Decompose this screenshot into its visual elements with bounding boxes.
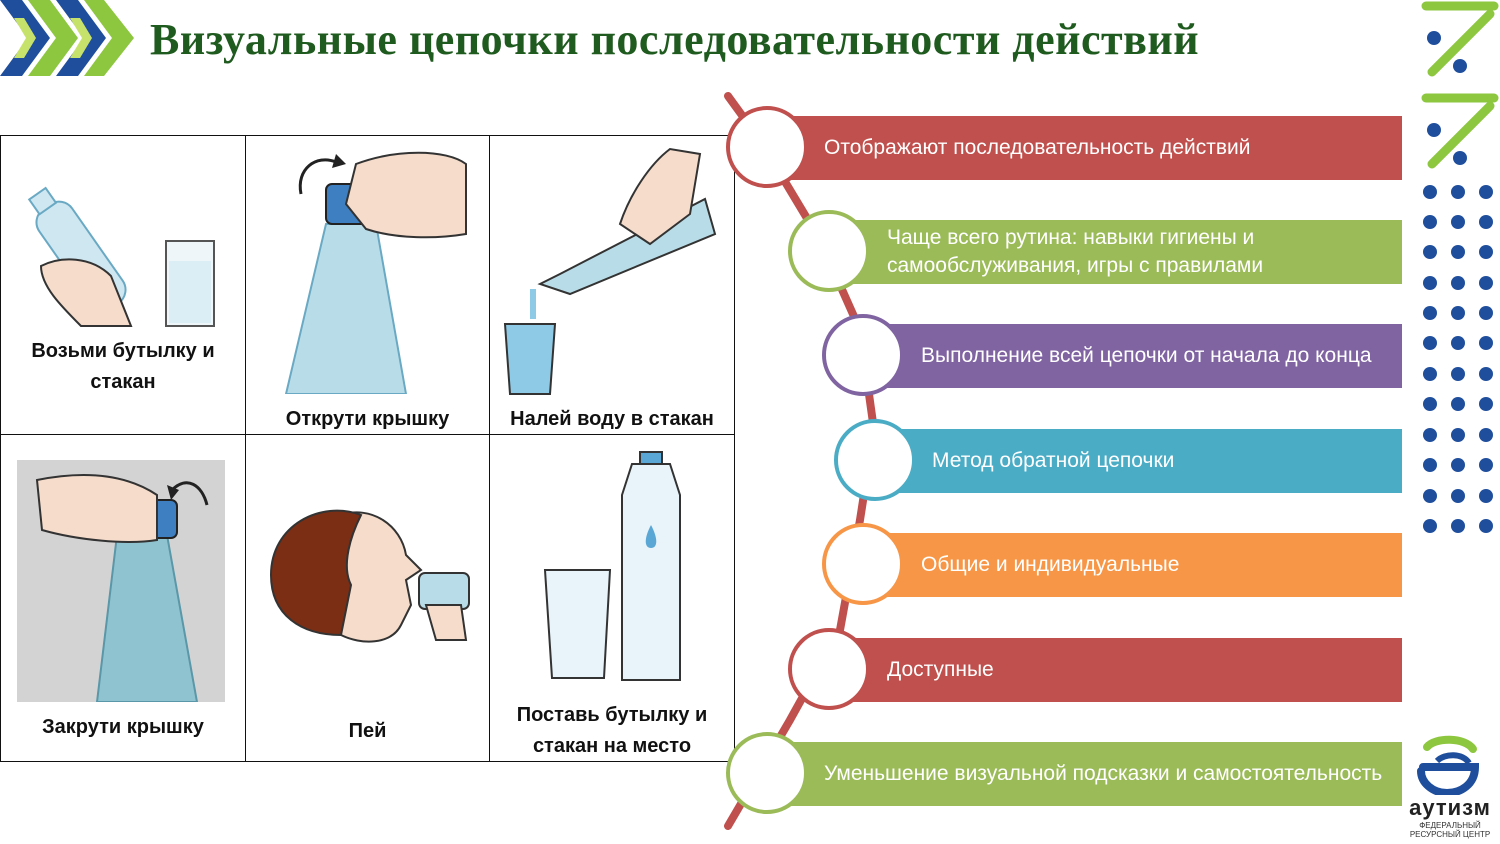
- logo-line-2: РЕСУРСНЫЙ ЦЕНТР: [1409, 830, 1491, 839]
- step-bar-1: Отображают последовательность действий: [760, 116, 1402, 180]
- page-title: Визуальные цепочки последовательности де…: [150, 15, 1200, 64]
- step-bar-3: Выполнение всей цепочки от начала до кон…: [856, 324, 1402, 388]
- drinking-boy-icon: [269, 509, 470, 643]
- step-text: Доступные: [887, 658, 994, 681]
- card-drink: Пей: [245, 434, 490, 762]
- step-text: Общие и индивидуальные: [921, 553, 1180, 576]
- card-put-back: Поставь бутылку и стакан на место: [489, 434, 735, 762]
- card-caption: Налей воду в стакан: [510, 408, 714, 430]
- bottle-and-glass-icon: [543, 451, 681, 681]
- screw-cap-icon: [35, 474, 209, 702]
- card-screw-cap: Закрути крышку: [0, 434, 246, 762]
- step-marker-1: [726, 106, 808, 188]
- step-bar-4: Метод обратной цепочки: [868, 429, 1402, 493]
- logo-line-1: ФЕДЕРАЛЬНЫЙ: [1419, 821, 1481, 830]
- step-text: Метод обратной цепочки: [932, 449, 1175, 472]
- step-marker-6: [788, 628, 870, 710]
- logo-name: аутизм: [1409, 795, 1491, 820]
- step-marker-2: [788, 210, 870, 292]
- step-text: Уменьшение визуальной подсказки и самост…: [824, 762, 1383, 785]
- bottle-and-glass-icon: [27, 186, 215, 327]
- logo-text: аутизм ФЕДЕРАЛЬНЫЙ РЕСУРСНЫЙ ЦЕНТР: [1400, 795, 1500, 839]
- autism-logo-icon: [1417, 735, 1480, 795]
- step-text: Отображают последовательность действий: [824, 136, 1251, 159]
- card-caption: Поставь бутылку и стакан на место: [516, 704, 708, 757]
- step-marker-4: [834, 419, 916, 501]
- step-marker-5: [822, 523, 904, 605]
- step-text: Выполнение всей цепочки от начала до кон…: [921, 344, 1372, 367]
- card-unscrew-cap: Открути крышку: [245, 135, 490, 435]
- pour-water-icon: [503, 147, 717, 395]
- step-bar-2: Чаще всего рутина: навыки гигиены и само…: [822, 220, 1402, 284]
- step-bar-6: Доступные: [822, 638, 1402, 702]
- step-marker-7: [726, 732, 808, 814]
- picture-sequence-grid: Возьми бутылку и стакан Открути крышку Н…: [0, 135, 735, 762]
- step-bar-7: Уменьшение визуальной подсказки и самост…: [760, 742, 1402, 806]
- card-pour-water: Налей воду в стакан: [489, 135, 735, 435]
- card-caption: Открути крышку: [285, 408, 450, 430]
- card-caption: Возьми бутылку и стакан: [31, 340, 215, 393]
- card-caption: Закрути крышку: [42, 716, 204, 738]
- step-text: Чаще всего рутина: навыки гигиены и само…: [887, 226, 1264, 277]
- dot-pattern-decoration: [1421, 1, 1499, 533]
- card-caption: Пей: [348, 720, 387, 742]
- step-bar-5: Общие и индивидуальные: [856, 533, 1402, 597]
- unscrew-cap-icon: [284, 151, 467, 394]
- card-take-bottle-and-glass: Возьми бутылку и стакан: [0, 135, 246, 435]
- step-marker-3: [822, 314, 904, 396]
- chevron-arrows-icon: [0, 0, 134, 76]
